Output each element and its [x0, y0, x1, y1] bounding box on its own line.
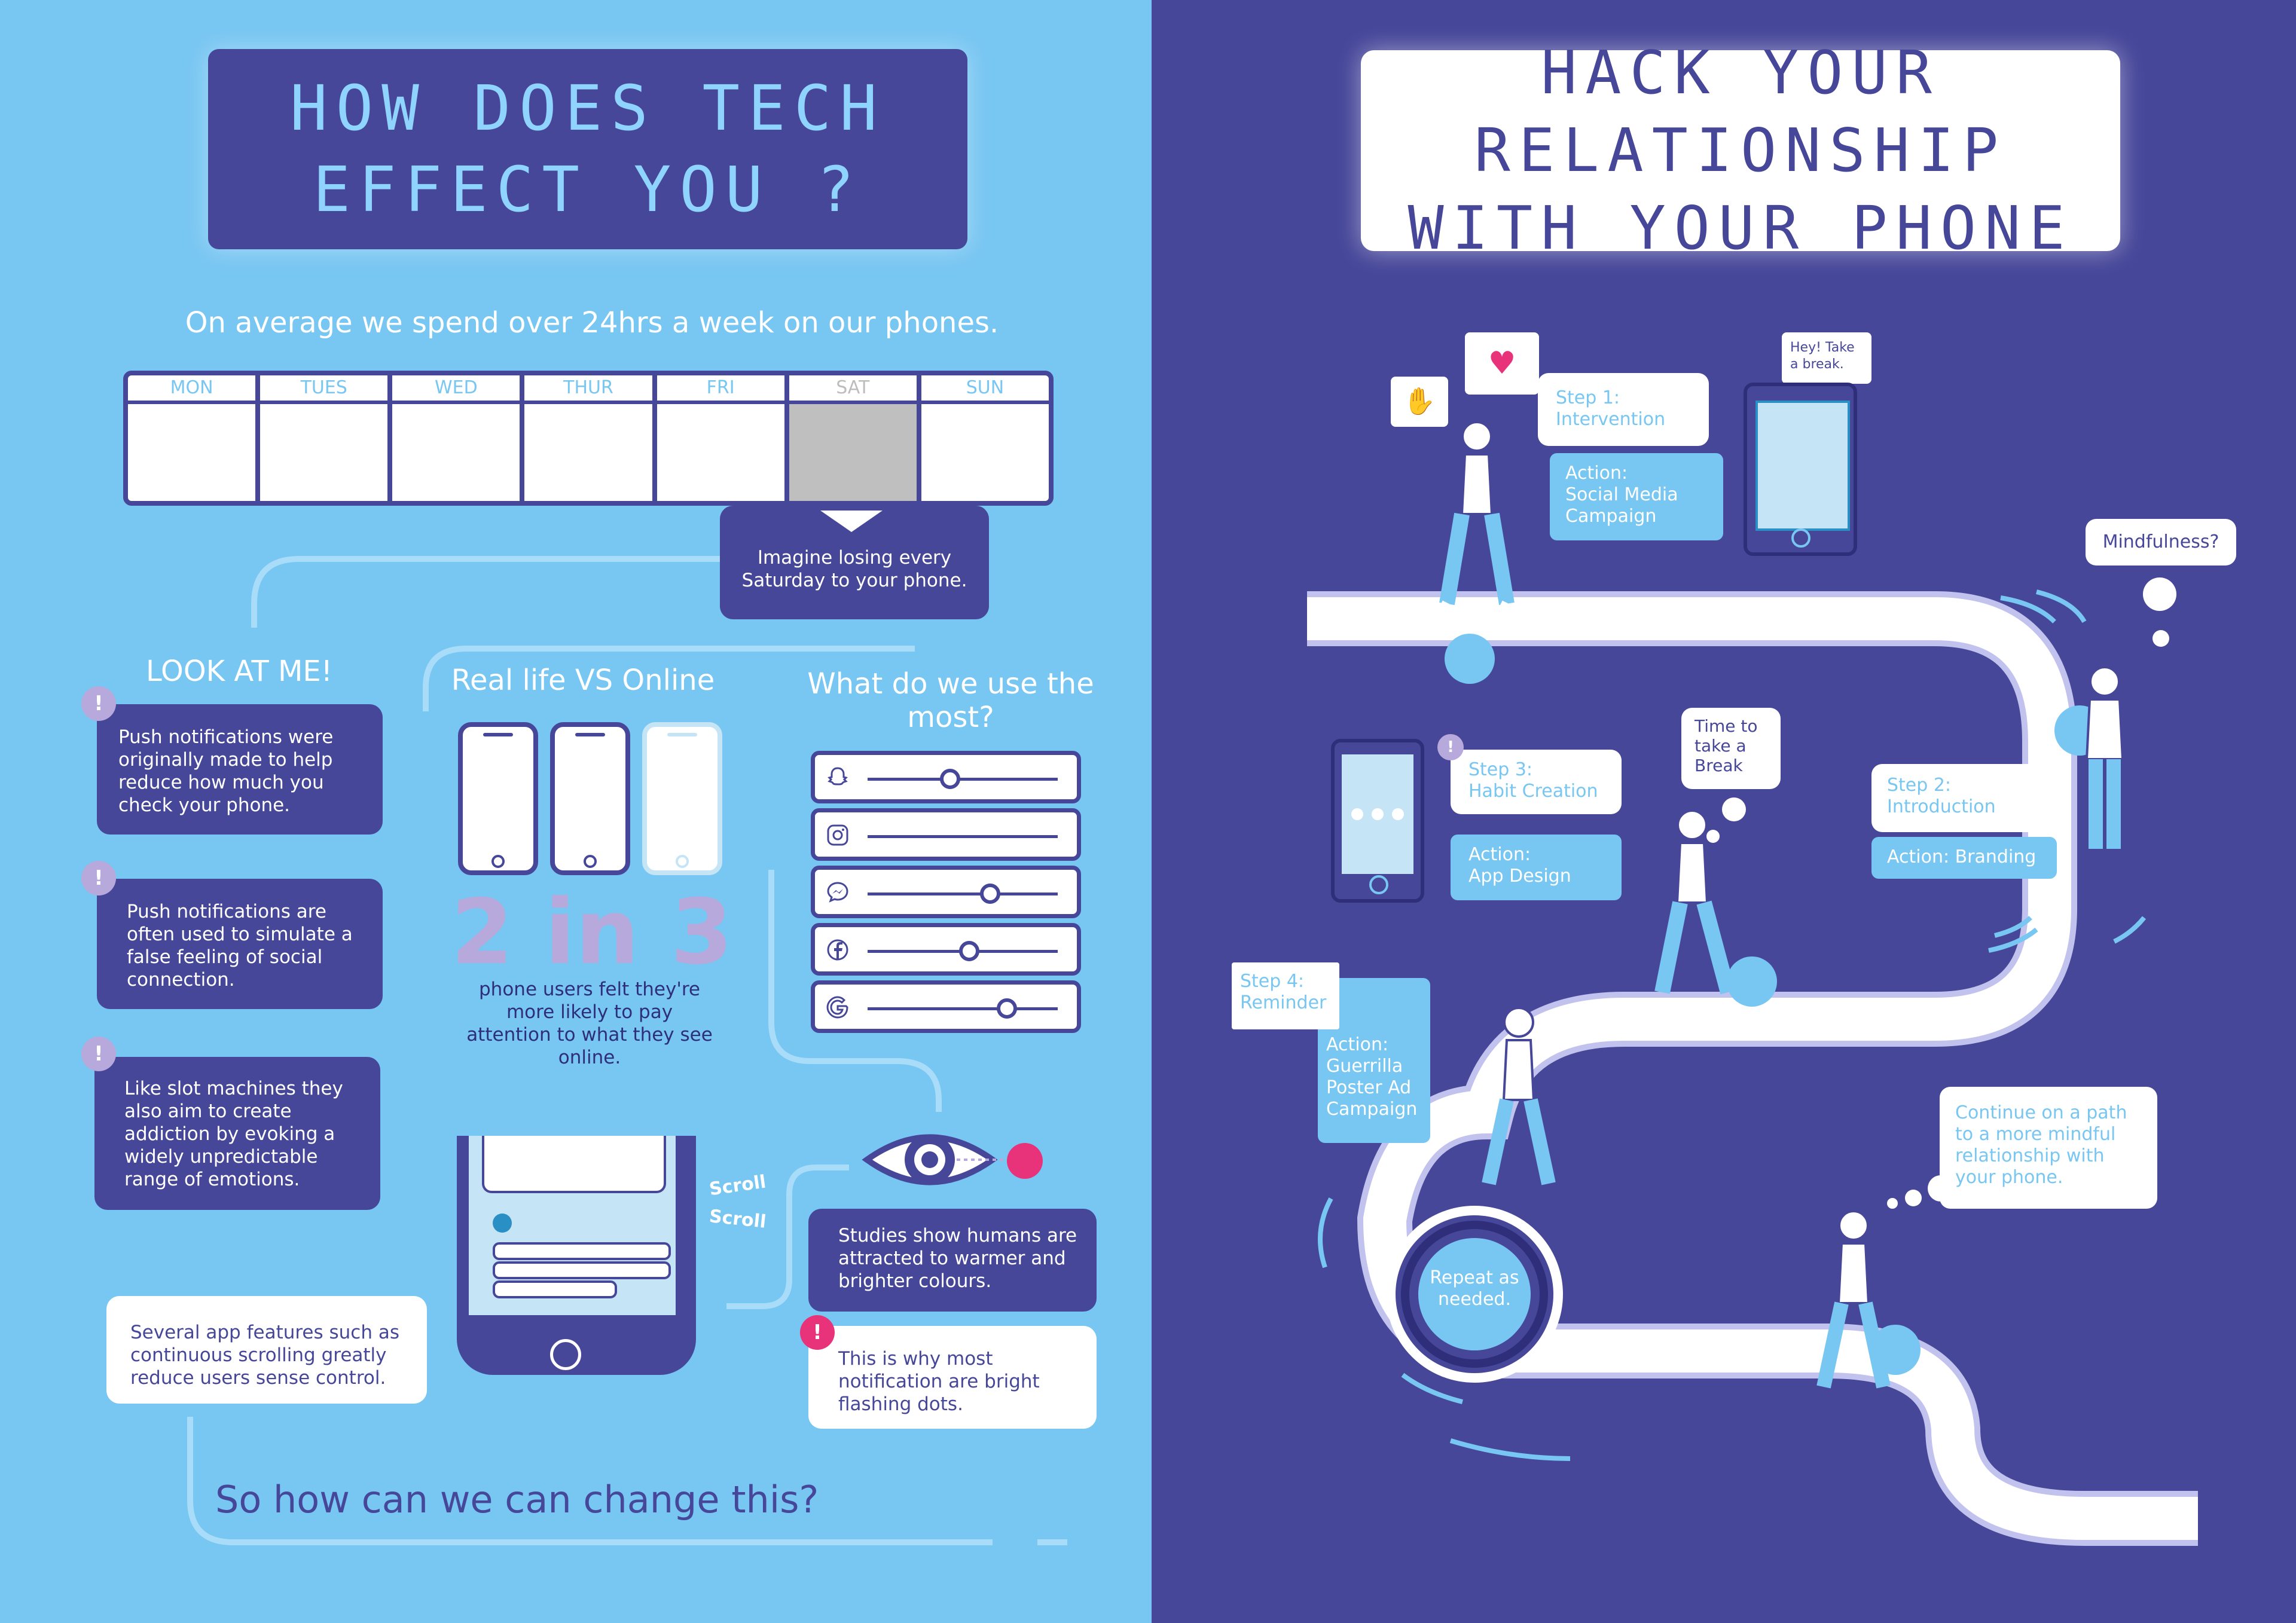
instagram-icon: [827, 824, 848, 846]
colour-note: Studies show humans are attracted to war…: [808, 1209, 1097, 1312]
left-title-line-2: EFFECT YOU ?: [313, 152, 863, 226]
messenger-icon: [827, 882, 848, 903]
step-1-label: Step 1:: [1556, 387, 1620, 408]
day-tues: TUES: [260, 375, 388, 501]
scrolling-phone: [457, 1136, 696, 1375]
stat-description: phone users felt they're more likely to …: [466, 979, 713, 1068]
dot-note: This is why most notification are bright…: [808, 1326, 1097, 1429]
step-3-label: Step 3:: [1468, 759, 1533, 780]
weekly-usage-subtitle: On average we spend over 24hrs a week on…: [185, 306, 999, 340]
thought-dot: [1887, 1198, 1898, 1209]
break-thought-bubble: Time to take a Break: [1681, 708, 1781, 789]
take-a-break-bubble: Hey! Take a break.: [1782, 332, 1871, 384]
notification-point-3: Like slot machines they also aim to crea…: [94, 1057, 380, 1210]
day-wed: WED: [392, 375, 520, 501]
day-mon: MON: [128, 375, 256, 501]
usage-knob: [939, 769, 960, 789]
alert-icon: !: [81, 861, 116, 895]
right-title-line-1: HACK YOUR RELATIONSHIP: [1474, 38, 2007, 185]
step-2-action: Action: Branding: [1871, 837, 2057, 879]
step-4-label: Step 4:: [1240, 971, 1305, 992]
thought-dot: [1905, 1190, 1922, 1206]
day-sun: SUN: [921, 375, 1049, 501]
alert-icon: !: [1437, 734, 1464, 760]
step-2-card: Step 2: Introduction: [1871, 764, 2042, 832]
thought-dot: [1722, 797, 1746, 821]
thought-dot: [1706, 830, 1720, 843]
left-title-banner: HOW DOES TECH EFFECT YOU ?: [208, 49, 967, 249]
step-1-card: Step 1: Intervention: [1538, 373, 1709, 446]
saturday-note: Imagine losing every Saturday to your ph…: [720, 506, 989, 619]
alert-icon: !: [81, 686, 116, 721]
day-sat: SAT: [789, 375, 917, 501]
step-4-name: Reminder: [1240, 992, 1327, 1013]
day-thur: THUR: [524, 375, 652, 501]
scroll-note: Several app features such as continuous …: [106, 1296, 427, 1404]
step-2-name: Introduction: [1887, 796, 1996, 817]
google-icon: [826, 996, 848, 1019]
thought-dot: [2143, 577, 2176, 611]
notification-point-2: Push notifications are often used to sim…: [97, 879, 383, 1009]
phone-icon: [1744, 383, 1857, 556]
repeat-label: Repeat as needed.: [1430, 1267, 1519, 1310]
eye-icon: [862, 1134, 1043, 1185]
step-3-action: Action: App Design: [1451, 835, 1622, 900]
right-title-line-2: WITH YOUR PHONE: [1407, 193, 2074, 263]
phone-icon: [550, 722, 630, 875]
step-1-action: Action: Social Media Campaign: [1550, 453, 1723, 540]
walking-person-figure: [1482, 1007, 1556, 1185]
step-3-card: Step 3: Habit Creation: [1451, 750, 1622, 814]
most-used-heading: What do we use the most?: [807, 667, 1094, 734]
phone-icon: [458, 722, 538, 875]
week-calendar: MON TUES WED THUR FRI SAT SUN: [123, 371, 1054, 506]
left-connector-lines: [187, 556, 1067, 1545]
thought-dot: [2152, 630, 2169, 647]
mindfulness-bubble: Mindfulness?: [2086, 519, 2236, 566]
path-marker: [1727, 956, 1777, 1007]
look-at-me-heading: LOOK AT ME!: [146, 655, 332, 688]
facebook-icon: [827, 939, 848, 961]
walking-person-figure: [1439, 421, 1521, 616]
path-marker: [1445, 634, 1495, 684]
phone-icon: [1331, 739, 1424, 903]
walking-person-figure: [1816, 1210, 1891, 1389]
alert-icon: !: [800, 1315, 835, 1350]
home-button: [550, 1339, 581, 1370]
app-usage-row: [811, 808, 1081, 861]
app-usage-row: [811, 866, 1081, 918]
thought-dot: [1928, 1175, 1954, 1202]
step-1-name: Intervention: [1556, 409, 1666, 430]
chevron-down-icon: [820, 511, 883, 532]
heart-icon: ♥: [1465, 332, 1539, 395]
left-title-line-1: HOW DOES TECH: [290, 72, 886, 145]
stat-two-in-three: 2 in 3: [451, 881, 733, 985]
snapchat-icon: [828, 767, 848, 785]
usage-knob: [997, 998, 1018, 1019]
app-usage-row: [811, 980, 1081, 1033]
closing-question: So how can we can change this?: [215, 1478, 819, 1521]
step-3-name: Habit Creation: [1468, 781, 1598, 802]
step-4-card: Step 4: Reminder: [1232, 962, 1339, 1029]
continue-bubble: Continue on a path to a more mindful rel…: [1940, 1087, 2157, 1209]
phone-icon: [642, 722, 722, 875]
alert-icon: !: [81, 1037, 116, 1071]
day-fri: FRI: [657, 375, 784, 501]
real-vs-online-heading: Real life VS Online: [451, 664, 715, 697]
app-usage-row: [811, 923, 1081, 976]
usage-knob: [979, 884, 1000, 904]
usage-knob: [958, 941, 979, 961]
thumbs-up-icon: ✋: [1391, 377, 1448, 427]
step-2-label: Step 2:: [1887, 775, 1952, 796]
walking-person-figure: [1654, 809, 1736, 995]
right-title-banner: HACK YOUR RELATIONSHIP WITH YOUR PHONE: [1361, 38, 2120, 263]
standing-person-figure: [2085, 666, 2124, 849]
notification-point-1: Push notifications were originally made …: [97, 704, 383, 835]
app-usage-row: [811, 751, 1081, 803]
